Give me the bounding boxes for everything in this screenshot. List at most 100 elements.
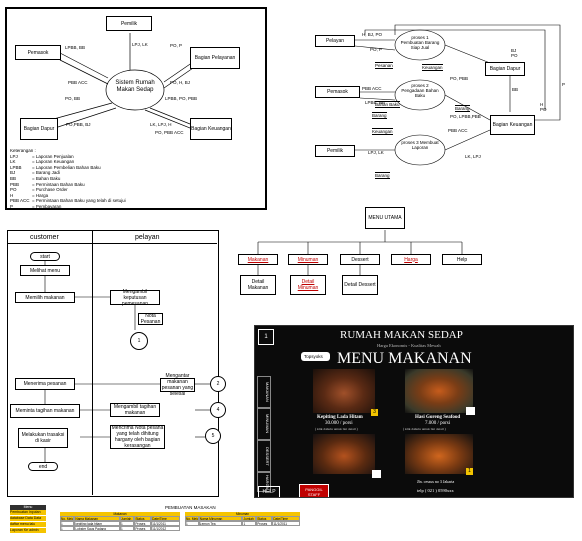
ctx-legend-desc: = Bahan Baku [32,175,61,181]
ctx-legend-row: BB = Bahan Baku [10,176,126,182]
table-cell: 1 [119,521,135,526]
act-connector-4: 4 [210,402,226,418]
food-name-1: Kepiting Lada Hitam [317,415,363,420]
food-price-2: 7.000 / porsi [425,421,451,426]
act-start: start [30,252,60,261]
dfd-flow-10: LK, LPJ [465,154,481,159]
dfd-flow-12: H PO [540,102,547,112]
food-card-2[interactable] [405,369,473,413]
ctx-legend-code: BB [10,175,17,181]
order-left-row[interactable]: database Data Data [10,516,46,522]
group-minuman: Minuman [185,512,300,516]
order-left-row[interactable]: Laporan Ke admin [10,528,46,533]
act-mengambil-tagihan: Mengambil tagihan makanan [110,403,160,417]
table-header-cell: Date/Time [272,516,300,521]
ctx-entity-pemilik: Pemilik [106,16,152,31]
table-cell: Proses [134,521,152,526]
dfd-flow-4: PO, PBB [450,76,469,81]
table-cell: 1 [242,521,257,526]
ctx-legend-code: PO [10,187,17,193]
dfd-entity-pemasok: Pemasok [315,86,360,98]
act-memilih-makanan: Memilih makanan [15,292,75,303]
app-dropdown[interactable]: Topsyoks [301,352,330,361]
ctx-legend-row: LPBB= Laporan Pembelian Bahan Baku [10,165,126,171]
order-left-panel: Menu Pembuatan Inputan database Data Dat… [10,505,46,533]
app-side-tab-dessert[interactable]: DESSERT [257,440,271,472]
food-detail-1: ( klik dahulu untuk liat detail ) [315,427,358,431]
dfd-process-3: proses 3 Membuat Laporan [401,140,439,150]
ctx-legend-desc: = Permintaan Bahan Baku yang telah di se… [32,198,126,204]
order-left-row[interactable]: Pembuatan Inputan [10,510,46,516]
tree-item-help: Help [442,254,482,265]
ctx-legend-row: PBB ACC= Permintaan Bahan Baku yang tela… [10,198,126,204]
ctx-entity-pemasok: Pemasok [15,45,61,60]
dfd-store-bahanbaku: Bahan Baku [375,101,400,108]
act-menerima-pesanan: Menerima pesanan [15,378,75,390]
table-header-cell: Date/Time [151,516,180,521]
food-badge-1: 3 [371,409,378,416]
ctx-legend-code: PBB ACC [10,198,30,204]
dfd-flow-11: PBB ACC [448,128,468,133]
ctx-legend-row: PO= Purchase Order [10,187,126,193]
ctx-legend-desc: = Harga [32,192,49,198]
ctx-flow-dapur-out: PO,PBB, BJ [66,122,91,127]
ctx-legend-code: PBB [10,181,20,187]
act-menerima-nota: Mencrima Nota pesana yang telah dihitung… [110,425,165,449]
food-card-1[interactable] [313,369,375,413]
act-meminta-tagihan: Meminta tagihan makanan [10,404,80,418]
ctx-legend-desc: = Pembayaran [32,203,62,209]
dfd-entity-pelayan: Pelayan [315,35,355,47]
table-cell: Proses [256,521,273,526]
food-card-3[interactable] [313,434,375,474]
ctx-legend-title: Keterangan : [10,148,36,153]
app-side-tab-makanan[interactable]: MAKANAN [257,376,271,408]
app-side-tab-minuman[interactable]: MINUMAN [257,408,271,440]
food-card-4[interactable] [405,434,473,474]
table-header-cell: No. Meja [60,516,75,521]
app-menu-title: MENU MAKANAN [337,350,472,367]
ctx-legend-code: LPJ [10,153,18,159]
act-nota: Nota Pesanan [138,313,163,325]
dfd-flow-5: BB [512,87,519,92]
tree-detail-minuman: Detail Minuman [290,275,326,295]
dfd-flow-7: LPBB, BB [365,100,386,105]
dfd-entity-pemilik: Pemilik [315,145,355,157]
order-left-row[interactable]: daftar menu lalu [10,522,46,528]
ctx-legend-code: LPBB [10,164,22,170]
dfd-store-keuangan2: Keuangan [372,128,393,135]
dfd-flow-1: H, BJ, PO [362,32,383,37]
food-badge-2 [466,407,475,415]
ctx-entity-dapur: Bagian Dapur [20,118,58,140]
ctx-entity-pelayan: Bagian Pelayanan [190,47,240,69]
ctx-legend-row: PBB= Permintaan Bahan Baku [10,182,126,188]
app-side-tab-harga[interactable]: HARGA [257,472,271,492]
act-connector-5: 5 [205,428,221,444]
dfd-entity-dapur: Bagian Dapur [485,62,525,76]
ctx-flow-pelayan-in: PO, H, BJ [170,80,191,85]
food-price-1: 30.000 / porsi [325,421,353,426]
food-badge-4: 1 [466,468,473,475]
ctx-legend-code: P [10,203,14,209]
ctx-legend-row: P = Pembayaran [10,204,126,210]
app-title: RUMAH MAKAN SEDAP [340,329,463,341]
food-badge-3 [372,470,381,478]
ctx-center-process: Sistem Rumah Makan Sedap [115,80,155,93]
help-button[interactable]: HELP [258,486,280,497]
dfd-store-barang3: Barang [375,172,390,179]
act-pengambilan: Mengambil keputusan pemesanan [110,289,160,307]
dfd-flow-8: PO, LPBB,PBB [450,114,481,119]
table-cell: 11/1/2011 [151,521,180,526]
group-makanan: Makanan [60,512,180,516]
panggil-staff-button[interactable]: PANGGIL STAFF [299,484,329,497]
ctx-legend-code: LK [10,159,16,165]
dfd-store-barang1: Barang [372,112,387,119]
app-address: Jln. cessus no 3 Jakarta [417,479,455,484]
tree-item-dessert: Dessert [340,254,380,265]
